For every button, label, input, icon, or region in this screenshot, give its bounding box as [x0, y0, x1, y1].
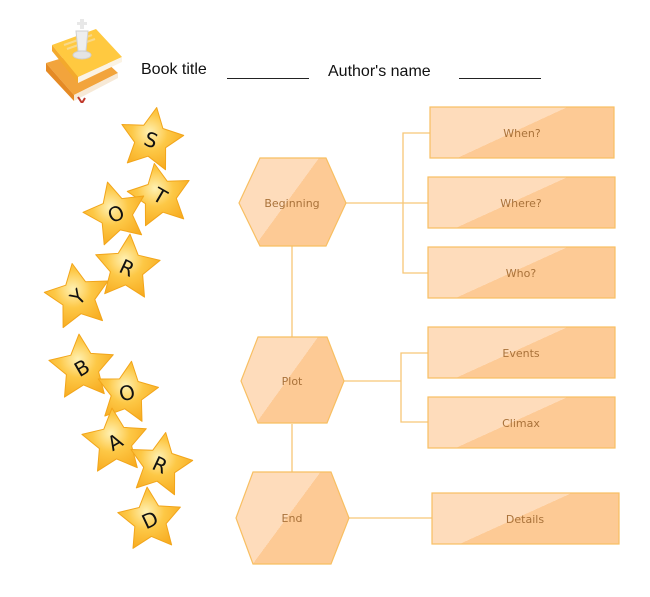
stage-beginning[interactable]: Beginning — [238, 157, 347, 247]
detail-box-who[interactable]: Who? — [427, 246, 616, 299]
star-icon — [81, 407, 147, 472]
book-title-blank[interactable] — [227, 78, 309, 79]
star-icon — [121, 107, 185, 171]
star-letter-o: O — [82, 181, 145, 246]
detail-label: Who? — [506, 267, 537, 280]
stage-label: End — [282, 512, 303, 525]
connector-to-events — [400, 352, 428, 381]
star-icon — [130, 432, 194, 496]
detail-label: Events — [502, 347, 540, 360]
star-icon — [82, 181, 145, 246]
star-letter-a: A — [81, 407, 147, 472]
star-icon — [126, 163, 190, 227]
stage-label: Plot — [282, 375, 303, 388]
detail-box-climax[interactable]: Climax — [427, 396, 616, 449]
connectors — [291, 132, 432, 519]
book-title-label: Book title — [141, 61, 207, 78]
detail-label: Climax — [502, 417, 540, 430]
hexagon-shape[interactable] — [235, 471, 350, 565]
stage-plot[interactable]: Plot — [240, 336, 345, 424]
star-icon — [43, 263, 109, 329]
author-name-label: Author's name — [328, 63, 431, 80]
connector-to-who — [402, 203, 428, 274]
detail-box-details[interactable]: Details — [431, 492, 620, 545]
detail-box-events[interactable]: Events — [427, 326, 616, 379]
star-letter-y: Y — [43, 263, 109, 329]
star-icon — [95, 233, 161, 298]
star-letter-o: O — [97, 360, 159, 422]
hexagon-shape[interactable] — [238, 157, 347, 247]
star-icon — [117, 486, 181, 549]
author-name-blank[interactable] — [459, 78, 541, 79]
stage-end[interactable]: End — [235, 471, 350, 565]
book-logo — [40, 15, 125, 105]
star-letter-r: R — [130, 432, 194, 496]
detail-box-when[interactable]: When? — [429, 106, 615, 159]
star-letter-text: O — [116, 379, 137, 406]
star-letter-s: S — [121, 107, 185, 171]
connector-to-climax — [400, 381, 428, 423]
connector-to-when — [402, 132, 430, 203]
star-letter-d: D — [117, 486, 181, 549]
detail-label: When? — [503, 127, 541, 140]
detail-box-where[interactable]: Where? — [427, 176, 616, 229]
stage-label: Beginning — [264, 197, 319, 210]
star-letter-b: B — [48, 333, 114, 398]
star-letter-r: R — [95, 233, 161, 298]
detail-label: Details — [506, 513, 544, 526]
books-with-chess-king-icon — [46, 19, 122, 105]
hexagon-shape[interactable] — [240, 336, 345, 424]
star-letter-t: T — [126, 163, 190, 227]
star-icon — [48, 333, 114, 398]
detail-label: Where? — [500, 197, 542, 210]
star-icon — [97, 360, 159, 422]
